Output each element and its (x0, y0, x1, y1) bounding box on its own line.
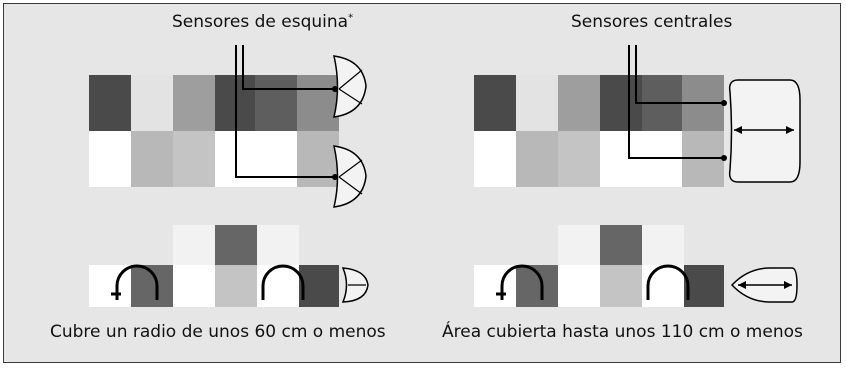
side-view-left (89, 225, 369, 307)
title-corner-sensors: Sensores de esquina* (172, 12, 353, 32)
title-corner-text: Sensores de esquina (172, 12, 349, 32)
center-sensor-zone (728, 79, 801, 183)
side-view-right (474, 225, 798, 307)
title-corner-asterisk: * (348, 12, 354, 24)
title-center-sensors: Sensores centrales (571, 12, 733, 32)
rear-view-right (474, 45, 801, 187)
caption-left: Cubre un radio de unos 60 cm o menos (50, 322, 386, 342)
caption-right: Área cubierta hasta unos 110 cm o menos (442, 322, 803, 342)
corner-sector-top (333, 55, 367, 118)
rear-view-left (89, 45, 367, 208)
